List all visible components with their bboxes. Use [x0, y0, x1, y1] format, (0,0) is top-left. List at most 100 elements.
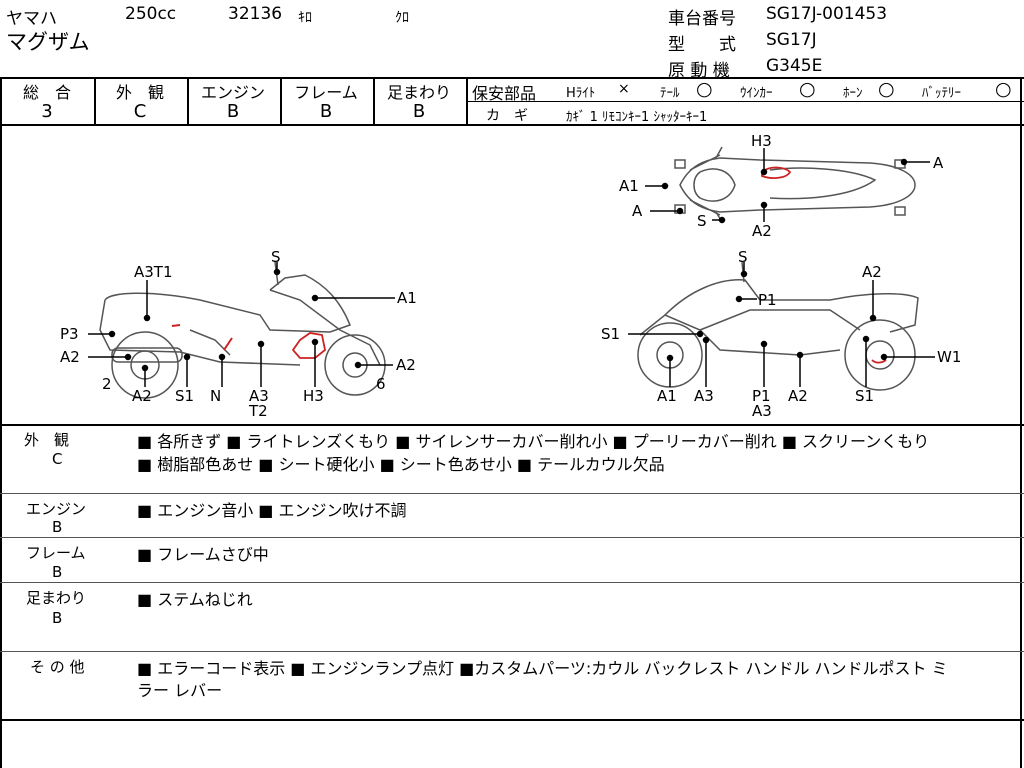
- label-top-s: S: [697, 212, 707, 230]
- model-code-label: 型 式: [668, 35, 736, 55]
- label-left-s: S: [271, 248, 281, 266]
- safety-item-headlight: Hﾗｲﾄ: [566, 86, 596, 101]
- divider: [466, 77, 468, 125]
- label-left-a1: A1: [397, 289, 417, 307]
- label-left-6: 6: [376, 375, 386, 393]
- label-right-w1: W1: [937, 348, 961, 366]
- divider: [94, 77, 96, 125]
- safety-mark-winker: ○: [799, 78, 816, 100]
- model-code: SG17J: [766, 30, 817, 50]
- frame-no-label: 車台番号: [668, 9, 736, 29]
- grade-value-frame: B: [319, 101, 333, 122]
- key-label: カ ギ: [486, 108, 528, 124]
- label-left-2: 2: [102, 375, 112, 393]
- grade-label-exterior: 外 観: [115, 83, 164, 102]
- label-right-b-a3b: A3: [752, 402, 772, 420]
- engine-no-label: 原 動 機: [668, 61, 730, 81]
- label-left-a2-right: A2: [396, 356, 416, 374]
- border: [1020, 77, 1022, 768]
- damage-mark: [171, 324, 181, 327]
- frame-no: SG17J-001453: [766, 4, 888, 24]
- divider: [0, 493, 1024, 494]
- label-right-p1: P1: [758, 291, 777, 309]
- label-right-s: S: [738, 248, 748, 266]
- label-left-b-n: N: [210, 387, 221, 405]
- safety-mark-battery: ○: [995, 78, 1012, 100]
- label-top-a1: A1: [619, 177, 639, 195]
- divider: [468, 101, 1024, 102]
- border: [0, 77, 2, 768]
- notes-grade-frame: B: [52, 563, 63, 581]
- safety-mark-tail: ○: [696, 78, 713, 100]
- divider: [373, 77, 375, 125]
- grade-label-frame: フレーム: [294, 83, 358, 102]
- label-left-a2: A2: [60, 348, 80, 366]
- notes-line: ■ 樹脂部色あせ ■ シート硬化小 ■ シート色あせ小 ■ テールカウル欠品: [137, 455, 665, 474]
- notes-line: ■ フレームさび中: [137, 545, 269, 564]
- label-left-b-a2: A2: [132, 387, 152, 405]
- label-top-h3: H3: [751, 132, 772, 150]
- safety-item-tail: ﾃｰﾙ: [660, 86, 680, 101]
- notes-label-engine: エンジン: [26, 500, 87, 518]
- label-top-a2: A2: [752, 222, 772, 240]
- safety-item-horn: ﾎｰﾝ: [843, 86, 863, 101]
- safety-mark-horn: ○: [878, 78, 895, 100]
- label-left-a3t1: A3T1: [134, 263, 173, 281]
- label-left-p3: P3: [60, 325, 79, 343]
- label-left-b-s1: S1: [175, 387, 194, 405]
- safety-item-battery: ﾊﾞｯﾃﾘｰ: [922, 86, 961, 101]
- notes-label-frame: フレーム: [26, 544, 86, 562]
- grade-value-suspension: B: [412, 101, 426, 122]
- label-right-b-s1: S1: [855, 387, 874, 405]
- right-view-sketch: [637, 261, 919, 391]
- left-view-sketch: [99, 261, 386, 399]
- key-text: ｶｷﾞ 1 ﾘﾓｺﾝｷｰ1 ｼｬｯﾀｰｷｰ1: [566, 110, 708, 125]
- divider: [280, 77, 282, 125]
- label-right-b-a2: A2: [788, 387, 808, 405]
- grade-value-exterior: C: [133, 101, 147, 122]
- grade-label-engine: エンジン: [200, 83, 265, 102]
- mileage: 32136: [228, 4, 283, 24]
- label-right-b-p1: P1: [752, 387, 771, 405]
- right-view-leaders: [628, 262, 935, 387]
- notes-line: ■ エンジン音小 ■ エンジン吹け不調: [137, 501, 407, 520]
- notes-line: ■ エラーコード表示 ■ エンジンランプ点灯 ■カスタムパーツ:カウル バックレ…: [137, 659, 948, 678]
- grade-value-engine: B: [226, 101, 240, 122]
- displacement: 250cc: [125, 4, 177, 24]
- safety-item-winker: ｳｲﾝｶｰ: [740, 86, 773, 101]
- label-right-b-a1: A1: [657, 387, 677, 405]
- safety-label: 保安部品: [472, 84, 537, 103]
- notes-line: ラー レバー: [137, 681, 223, 700]
- grade-label-suspension: 足まわり: [386, 83, 451, 102]
- divider: [0, 651, 1024, 652]
- divider: [0, 77, 1024, 79]
- notes-label-exterior: 外 観: [24, 431, 70, 449]
- grade-label-overall: 総 合: [22, 83, 71, 102]
- label-left-b-h3: H3: [303, 387, 324, 405]
- divider: [0, 537, 1024, 538]
- divider: [0, 719, 1024, 721]
- label-top-a-left: A: [632, 202, 643, 220]
- notes-grade-exterior: C: [52, 450, 63, 468]
- notes-line: ■ 各所きず ■ ライトレンズくもり ■ サイレンサーカバー削れ小 ■ プーリー…: [137, 432, 930, 451]
- divider: [0, 582, 1024, 583]
- divider: [0, 424, 1024, 426]
- notes-grade-suspension: B: [52, 609, 63, 627]
- notes-grade-engine: B: [52, 518, 63, 536]
- label-left-b-a3: A3: [249, 387, 269, 405]
- mileage-unit: ｷﾛ: [298, 10, 312, 26]
- label-top-a-right: A: [933, 154, 944, 172]
- notes-line: ■ ステムねじれ: [137, 590, 253, 609]
- top-view-sketch: [674, 146, 916, 223]
- safety-mark-headlight: ×: [618, 81, 630, 97]
- color: ｸﾛ: [395, 10, 409, 26]
- damage-diagram: H3 A A1 A S A2 S A3T1 A1 P3 A2 A2 2 6 A2…: [60, 132, 961, 420]
- notes-label-suspension: 足まわり: [26, 589, 87, 607]
- left-view-leaders: [88, 262, 395, 387]
- label-left-b-t2: T2: [248, 402, 268, 420]
- model-name: マグザム: [6, 30, 90, 54]
- damage-mark: [291, 332, 326, 359]
- label-right-s1: S1: [601, 325, 620, 343]
- engine-no: G345E: [766, 56, 823, 76]
- grade-value-overall: 3: [41, 101, 53, 122]
